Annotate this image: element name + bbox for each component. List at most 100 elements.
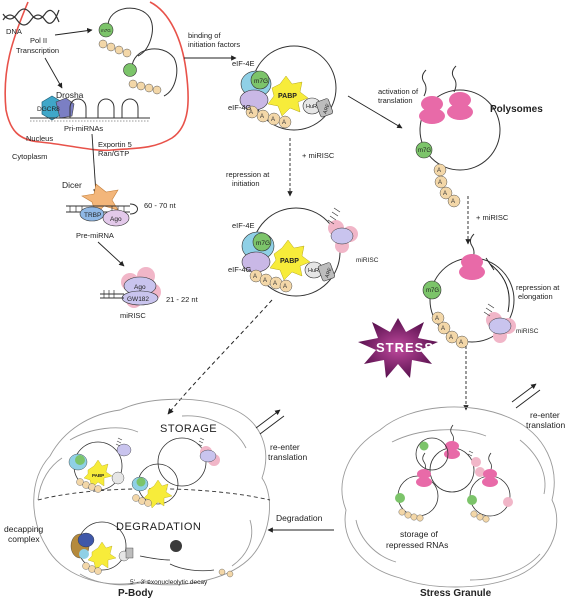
nt-21-22-label: 21 - 22 nt — [166, 295, 199, 304]
dna-helix — [2, 8, 60, 26]
transcription-label: Transcription — [16, 46, 59, 55]
svg-text:DGCR8: DGCR8 — [37, 106, 60, 113]
pri-mirnas-label: Pri-miRNAs — [64, 124, 103, 133]
svg-text:A: A — [263, 278, 267, 284]
eif4g-label-2: eIF-4G — [228, 265, 252, 274]
pbody-mrna-3 — [131, 463, 179, 509]
svg-text:A: A — [249, 110, 253, 116]
svg-text:A: A — [451, 199, 455, 205]
p-body-label: P-Body — [118, 588, 153, 599]
svg-text:A: A — [260, 114, 264, 120]
plus-mirisc-centre: + miRISC — [302, 151, 335, 160]
svg-text:m7G: m7G — [256, 240, 270, 247]
nuclear-mrna-1: m7G — [98, 7, 153, 58]
mirisc-label: miRISC — [120, 311, 146, 320]
sg-mrna-1 — [429, 424, 485, 493]
processing-arrow — [44, 57, 63, 89]
svg-text:PABP: PABP — [280, 258, 299, 265]
storage-label: STORAGE — [160, 423, 217, 435]
svg-text:A: A — [441, 326, 445, 332]
svg-text:A: A — [435, 316, 439, 322]
repression-initiation-1: repression at — [226, 170, 270, 179]
svg-text:A: A — [443, 191, 447, 197]
eif4e-label: eIF-4E — [232, 59, 255, 68]
repression-initiation-2: initiation — [232, 179, 260, 188]
activation-label-2: translation — [378, 96, 413, 105]
svg-text:TRBP: TRBP — [84, 212, 101, 219]
mirisc-assembly-arrow — [97, 241, 125, 267]
pol-ii-label: Pol II — [30, 36, 47, 45]
repression-elongation-1: repression at — [516, 283, 560, 292]
svg-text:m7G: m7G — [418, 148, 431, 154]
decapping-label-2: complex — [8, 534, 40, 544]
nucleus-membrane — [4, 1, 189, 152]
storage-of-label: storage of — [400, 529, 438, 539]
pri-mirna-hairpins — [30, 98, 150, 122]
svg-text:A: A — [282, 120, 286, 126]
reenter-right-2: translation — [526, 420, 565, 430]
exportin-label: Exportin 5 — [98, 140, 132, 149]
mirisc-label-right: miRISC — [516, 328, 539, 335]
stress-burst — [358, 318, 438, 378]
svg-text:A: A — [449, 335, 453, 341]
svg-text:A: A — [273, 281, 277, 287]
drosha-label: Drosha — [56, 90, 84, 100]
degradation-label: DEGRADATION — [116, 521, 201, 533]
repressed-rnas-label: repressed RNAs — [386, 540, 448, 550]
pbody-decapping-mrna — [70, 521, 134, 575]
svg-text:A: A — [283, 284, 287, 290]
svg-text:GW182: GW182 — [127, 296, 149, 303]
sg-mrna-3 — [467, 452, 513, 523]
dna-label: DNA — [6, 27, 22, 36]
svg-text:A: A — [459, 340, 463, 346]
svg-text:ARE: ARE — [324, 266, 333, 278]
pre-mirna-label: Pre-miRNA — [76, 231, 114, 240]
reenter-left-2: translation — [268, 452, 307, 462]
eif4g-label: eIF-4G — [228, 103, 252, 112]
pbody-divider — [37, 488, 271, 501]
activation-label-1: activation of — [378, 87, 419, 96]
eif4e-label-2: eIF-4E — [232, 221, 255, 230]
binding-label-1: binding of — [188, 31, 221, 40]
nuclear-mrna-2 — [123, 48, 178, 97]
exonuclease-decay — [139, 540, 234, 578]
svg-text:PABP: PABP — [92, 473, 104, 478]
cytoplasm-label: Cytoplasm — [12, 152, 47, 161]
svg-text:A: A — [438, 180, 442, 186]
export-arrow — [91, 133, 99, 195]
nt-60-70-label: 60 - 70 nt — [144, 201, 177, 210]
mirisc-complex: Ago GW182 — [100, 267, 161, 308]
svg-text:Ago: Ago — [110, 216, 122, 223]
svg-text:A: A — [253, 274, 257, 280]
svg-text:m7G: m7G — [254, 78, 268, 85]
stress-granule-cluster — [341, 406, 558, 588]
reenter-arrow-left — [255, 409, 285, 435]
svg-text:m7G: m7G — [426, 288, 439, 294]
svg-text:HuR: HuR — [306, 104, 317, 110]
svg-text:A: A — [437, 168, 441, 174]
decapping-label-1: decapping — [4, 524, 44, 534]
svg-text:Ago: Ago — [134, 284, 146, 291]
dicer-label: Dicer — [62, 180, 82, 190]
polysomes-label: Polysomes — [490, 104, 543, 115]
ran-gtp-label: Ran/GTP — [98, 149, 129, 158]
p-body-cluster — [33, 398, 270, 586]
binding-label-2: initiation factors — [188, 40, 240, 49]
repression-elongation-2: elongation — [518, 292, 553, 301]
activation-arrow — [347, 95, 403, 129]
transcription-arrow — [54, 27, 93, 36]
to-pbody-arrow — [167, 299, 273, 415]
stress-label: STRESS — [376, 340, 434, 355]
mirisc-label-centre: miRISC — [356, 257, 379, 264]
reenter-left-1: re-enter — [270, 442, 300, 452]
svg-text:PABP: PABP — [278, 93, 297, 100]
reenter-right-1: re-enter — [530, 410, 560, 420]
sg-mrna-4 — [415, 437, 449, 471]
pbody-mrna-2 — [157, 437, 220, 487]
stress-granule-label: Stress Granule — [420, 588, 492, 599]
svg-text:m7G: m7G — [101, 28, 111, 33]
